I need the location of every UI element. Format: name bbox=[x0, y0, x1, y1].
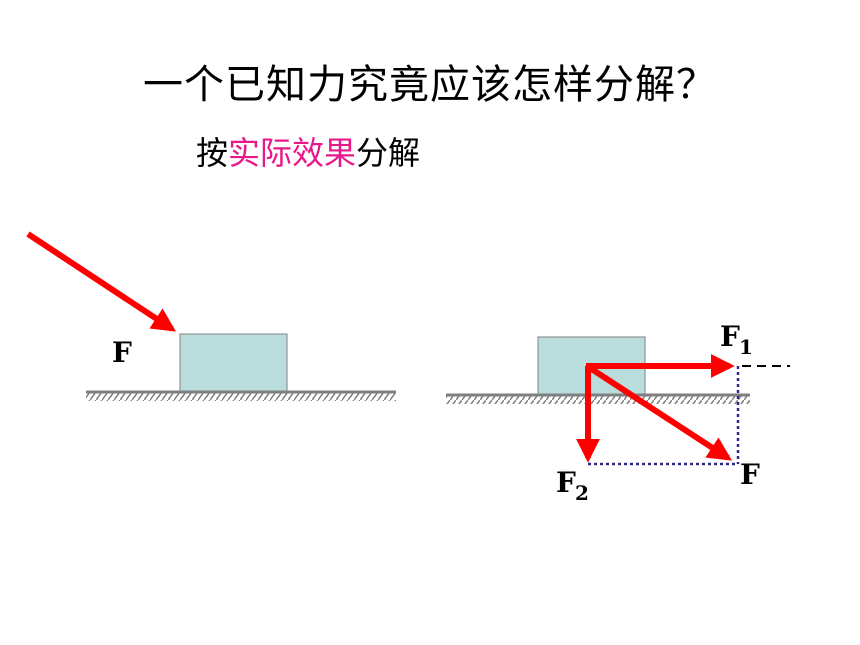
resultant-f-label: F bbox=[740, 458, 760, 491]
resultant-f-arrow bbox=[588, 365, 733, 461]
f1-label-letter: F bbox=[720, 320, 740, 353]
block-left bbox=[179, 333, 288, 392]
left-diagram: F bbox=[26, 231, 396, 401]
ground-left bbox=[86, 390, 396, 401]
f2-label-subscript: 2 bbox=[575, 481, 589, 505]
force-label-f: F bbox=[112, 336, 132, 369]
f1-label-subscript: 1 bbox=[739, 335, 753, 359]
subtitle: 按实际效果分解 bbox=[196, 128, 420, 174]
subtitle-highlight: 实际效果 bbox=[228, 134, 357, 172]
subtitle-prefix: 按 bbox=[196, 134, 229, 172]
subtitle-suffix: 分解 bbox=[356, 134, 421, 172]
right-diagram: F 1 F 2 F bbox=[446, 320, 790, 505]
applied-force-arrow bbox=[26, 231, 177, 332]
f1-label: F 1 bbox=[720, 320, 753, 359]
f2-label-letter: F bbox=[556, 466, 576, 499]
page-title: 一个已知力究竟应该怎样分解？ bbox=[143, 62, 717, 108]
ground-right bbox=[446, 393, 750, 404]
f2-label: F 2 bbox=[556, 466, 589, 505]
